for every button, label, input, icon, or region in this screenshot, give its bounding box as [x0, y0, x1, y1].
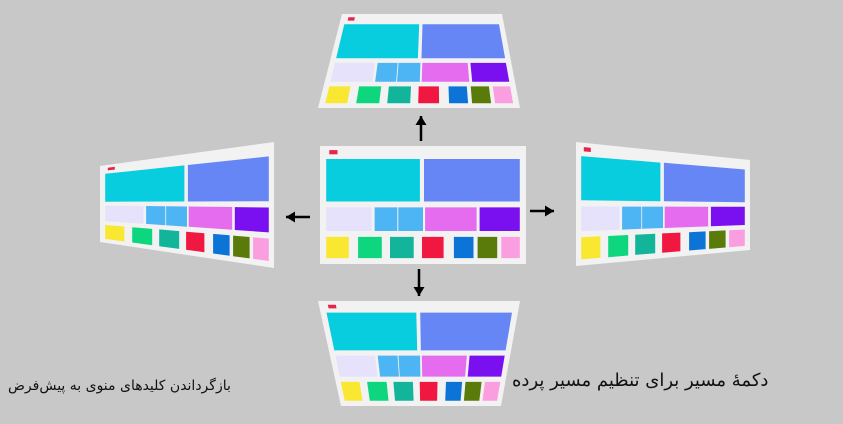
menu-tile	[356, 86, 382, 104]
menu-tile	[326, 159, 420, 202]
menu-tile	[477, 236, 498, 259]
menu-tile	[421, 62, 470, 82]
menu-tile	[463, 381, 482, 401]
menu-tile	[642, 206, 663, 229]
menu-tile	[105, 225, 125, 242]
menu-tile	[420, 312, 512, 351]
menu-tile	[479, 207, 520, 231]
indicator-light	[327, 304, 337, 309]
arrow-right	[530, 205, 554, 217]
menu-tile	[374, 207, 398, 231]
menu-tile	[608, 235, 629, 258]
menu-tile	[445, 381, 463, 401]
menu-tile	[340, 381, 363, 401]
menu-tile	[188, 206, 233, 230]
menu-tile	[422, 236, 444, 259]
right-view	[576, 142, 750, 266]
top-view	[318, 14, 520, 108]
arrow-head	[286, 211, 295, 223]
menu-tile	[105, 165, 185, 202]
menu-tile	[397, 62, 421, 82]
menu-tile	[213, 233, 230, 256]
menu-tile	[709, 230, 726, 249]
menu-tile	[387, 86, 411, 104]
menu-tile	[492, 86, 514, 104]
menu-tile	[470, 62, 510, 82]
menu-tile	[326, 312, 418, 351]
menu-tile	[146, 206, 166, 226]
menu-tile	[105, 205, 144, 224]
menu-tile	[159, 229, 180, 249]
menu-tile	[663, 162, 745, 203]
menu-tile	[501, 236, 520, 259]
menu-tile	[453, 236, 474, 259]
indicator-light	[107, 166, 115, 171]
menu-tile	[398, 207, 423, 231]
menu-tile	[390, 236, 414, 259]
menu-tile	[336, 24, 420, 59]
menu-tile	[689, 231, 706, 251]
center-view	[320, 146, 526, 264]
menu-tile	[326, 207, 372, 231]
menu-tile	[367, 381, 389, 401]
menu-tile	[325, 86, 351, 104]
menu-tile	[335, 355, 378, 377]
menu-tile	[187, 156, 269, 202]
menu-tile	[581, 236, 601, 260]
arrow-head	[545, 205, 554, 217]
menu-tile	[398, 355, 421, 377]
menu-tile	[377, 355, 399, 377]
menu-tile	[326, 236, 349, 259]
menu-tile	[425, 207, 477, 231]
menu-tile	[729, 229, 745, 248]
menu-tile	[470, 86, 492, 104]
menu-tile	[166, 206, 187, 227]
menu-tile	[424, 159, 520, 202]
menu-tile	[635, 233, 656, 255]
indicator-light	[329, 150, 338, 155]
menu-tile	[419, 381, 438, 401]
menu-tile	[581, 156, 661, 202]
arrow-head	[413, 287, 425, 296]
menu-tile	[393, 381, 414, 401]
menu-tile	[132, 227, 153, 246]
arrow-head	[415, 116, 427, 125]
menu-tile	[622, 206, 642, 230]
menu-tile	[233, 235, 250, 259]
menu-tile	[482, 381, 501, 401]
menu-tile	[581, 206, 620, 232]
menu-tile	[234, 207, 269, 233]
arrow-left	[286, 211, 310, 223]
menu-tile	[253, 237, 269, 261]
menu-tile	[421, 355, 467, 377]
arrow-up	[415, 116, 427, 141]
menu-tile	[421, 24, 506, 59]
indicator-light	[583, 147, 591, 152]
menu-tile	[448, 86, 469, 104]
menu-tile	[330, 62, 375, 82]
menu-tile	[186, 231, 205, 253]
menu-tile	[664, 206, 709, 228]
bottom-view	[318, 301, 520, 406]
menu-tile	[418, 86, 440, 104]
caption-route-button: دکمۀ مسیر برای تنظیم مسیر پرده	[512, 370, 769, 391]
menu-tile	[710, 206, 745, 227]
menu-tile	[375, 62, 398, 82]
left-view	[100, 142, 274, 268]
arrow-down	[413, 269, 425, 296]
menu-tile	[358, 236, 382, 259]
indicator-light	[347, 17, 355, 21]
menu-tile	[467, 355, 505, 377]
menu-tile	[662, 232, 681, 253]
caption-reset-menu-keys: بازگرداندن کلیدهای منوی به پیش‌فرض	[8, 378, 231, 394]
